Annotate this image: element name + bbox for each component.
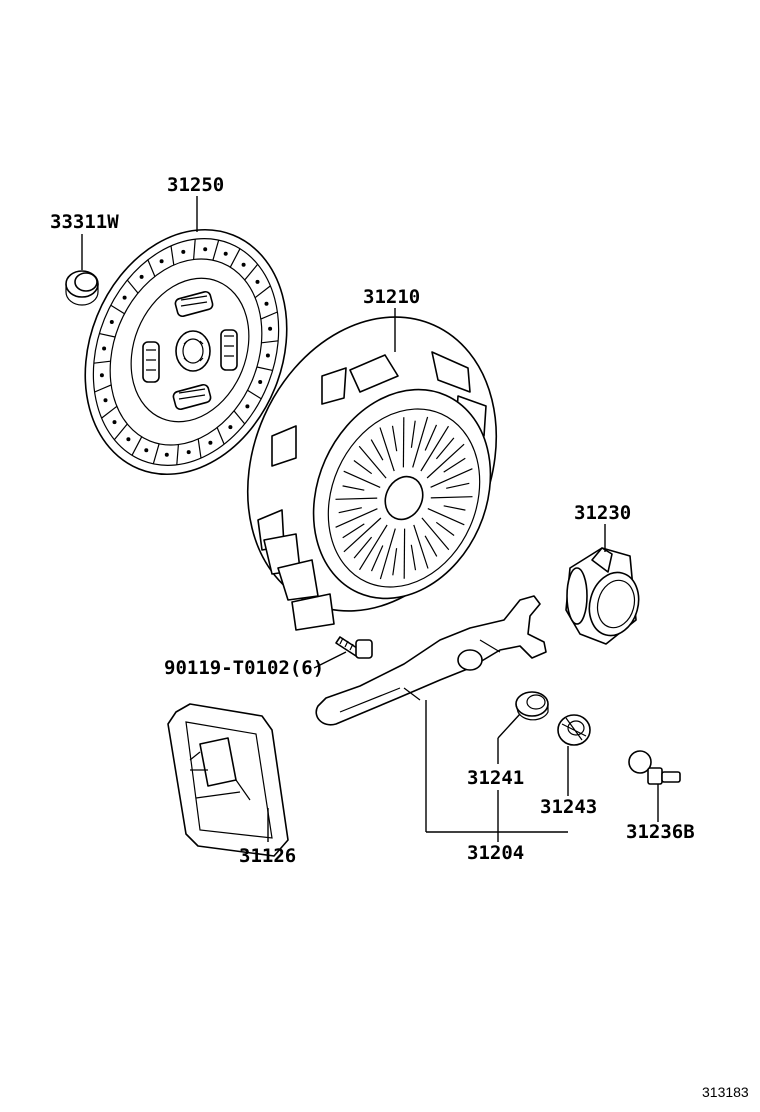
diaphragm-spring-fingers [335, 416, 473, 580]
clutch-housing-boot[interactable] [167, 703, 289, 857]
label-fork-pivot: 31236B [626, 821, 695, 843]
label-clutch-cover: 31210 [363, 286, 420, 308]
fork-pivot[interactable] [628, 750, 681, 785]
diagram-reference-code: 313183 [702, 1084, 749, 1100]
bolt[interactable] [335, 636, 373, 659]
label-fork-boot: 31243 [540, 796, 597, 818]
clutch-cover[interactable] [202, 277, 541, 651]
label-pilot-bearing: 33311W [50, 211, 119, 233]
fork-boot[interactable] [557, 714, 591, 746]
pilot-bearing[interactable] [65, 270, 99, 306]
damper-springs [142, 290, 238, 411]
leader-lines [81, 196, 659, 842]
label-release-fork: 31204 [467, 842, 524, 864]
disc-rivets [93, 239, 279, 465]
fork-clip[interactable] [515, 691, 549, 721]
label-housing-boot: 31126 [239, 845, 296, 867]
release-bearing[interactable] [565, 547, 645, 645]
label-release-bearing: 31230 [574, 502, 631, 524]
label-bolt: 90119-T0102(6) [164, 657, 324, 679]
release-fork[interactable] [315, 595, 547, 726]
clutch-disc[interactable] [50, 199, 322, 505]
label-clutch-disc: 31250 [167, 174, 224, 196]
label-fork-clip: 31241 [467, 767, 524, 789]
